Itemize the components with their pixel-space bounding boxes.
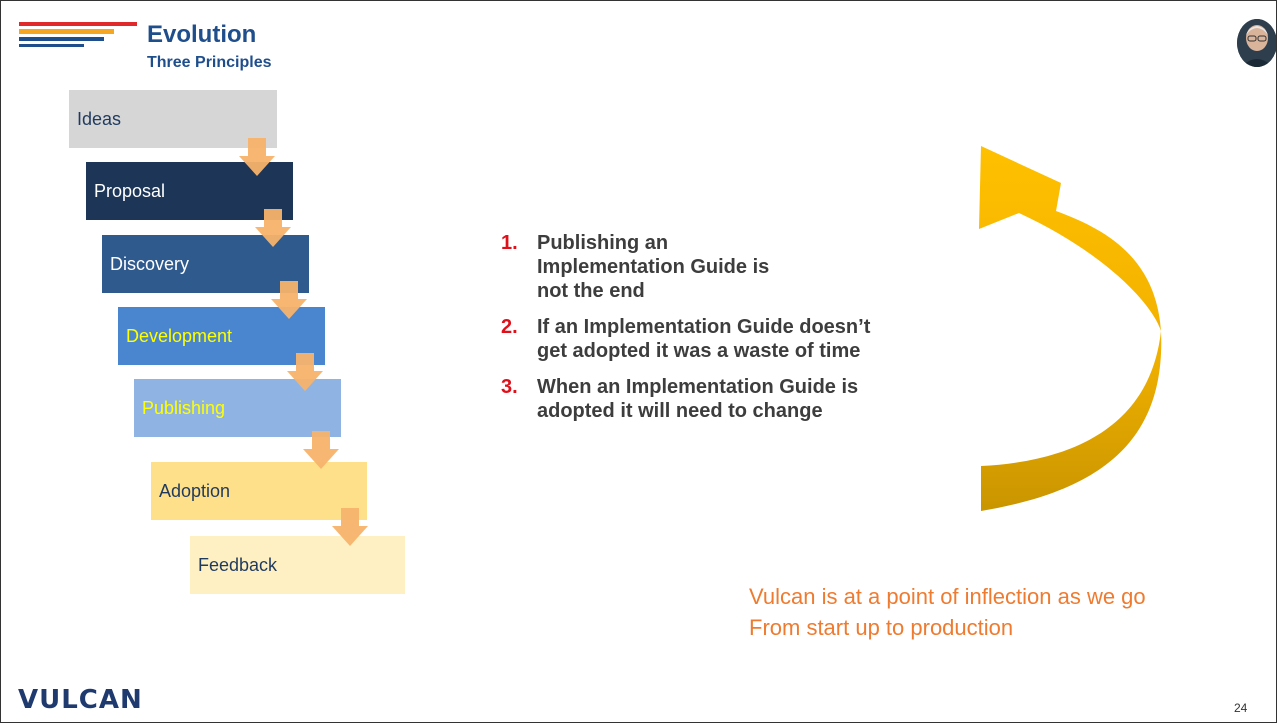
down-arrow-icon <box>239 138 275 176</box>
step-label: Discovery <box>110 253 190 274</box>
down-arrow-icon <box>287 353 323 391</box>
inflection-line-2: From start up to production <box>749 615 1014 640</box>
principle-number: 2. <box>501 316 518 338</box>
principle-text: Publishing an Implementation Guide is no… <box>537 232 770 302</box>
down-arrow-icon <box>271 281 307 319</box>
principle-number: 1. <box>501 232 518 254</box>
principle-text: If an Implementation Guide doesn’t get a… <box>537 316 871 362</box>
step-feedback: Feedback <box>190 536 405 594</box>
principle-number: 3. <box>501 376 518 398</box>
down-arrow-icon <box>255 209 291 247</box>
header-stripes-icon <box>19 22 137 47</box>
principle-item: 1. Publishing an Implementation Guide is… <box>501 231 901 303</box>
step-label: Ideas <box>77 108 122 129</box>
down-arrow-icon <box>303 431 339 469</box>
principle-text: When an Implementation Guide is adopted … <box>537 376 859 422</box>
slide-title: Evolution <box>147 21 257 48</box>
principle-item: 3. When an Implementation Guide is adopt… <box>501 375 901 423</box>
principles-list: 1. Publishing an Implementation Guide is… <box>501 231 901 435</box>
step-ideas: Ideas <box>69 90 277 148</box>
inflection-line-1: Vulcan is at a point of inflection as we… <box>749 584 1146 609</box>
inflection-note: Vulcan is at a point of inflection as we… <box>749 581 1146 643</box>
step-label: Adoption <box>159 480 231 501</box>
step-adoption: Adoption <box>151 462 367 520</box>
curved-arrow-icon <box>979 146 1162 511</box>
slide-subtitle: Three Principles <box>147 54 272 71</box>
vulcan-logo: VULCAN <box>18 685 143 715</box>
down-arrow-icon <box>332 508 368 546</box>
step-discovery: Discovery <box>102 235 309 293</box>
principle-item: 2. If an Implementation Guide doesn’t ge… <box>501 315 901 363</box>
presenter-avatar <box>1237 19 1276 67</box>
page-number: 24 <box>1234 701 1248 715</box>
step-label: Feedback <box>198 554 278 575</box>
step-label: Publishing <box>142 397 226 418</box>
step-label: Proposal <box>94 180 166 201</box>
step-label: Development <box>126 325 233 346</box>
person-icon <box>1237 19 1276 67</box>
